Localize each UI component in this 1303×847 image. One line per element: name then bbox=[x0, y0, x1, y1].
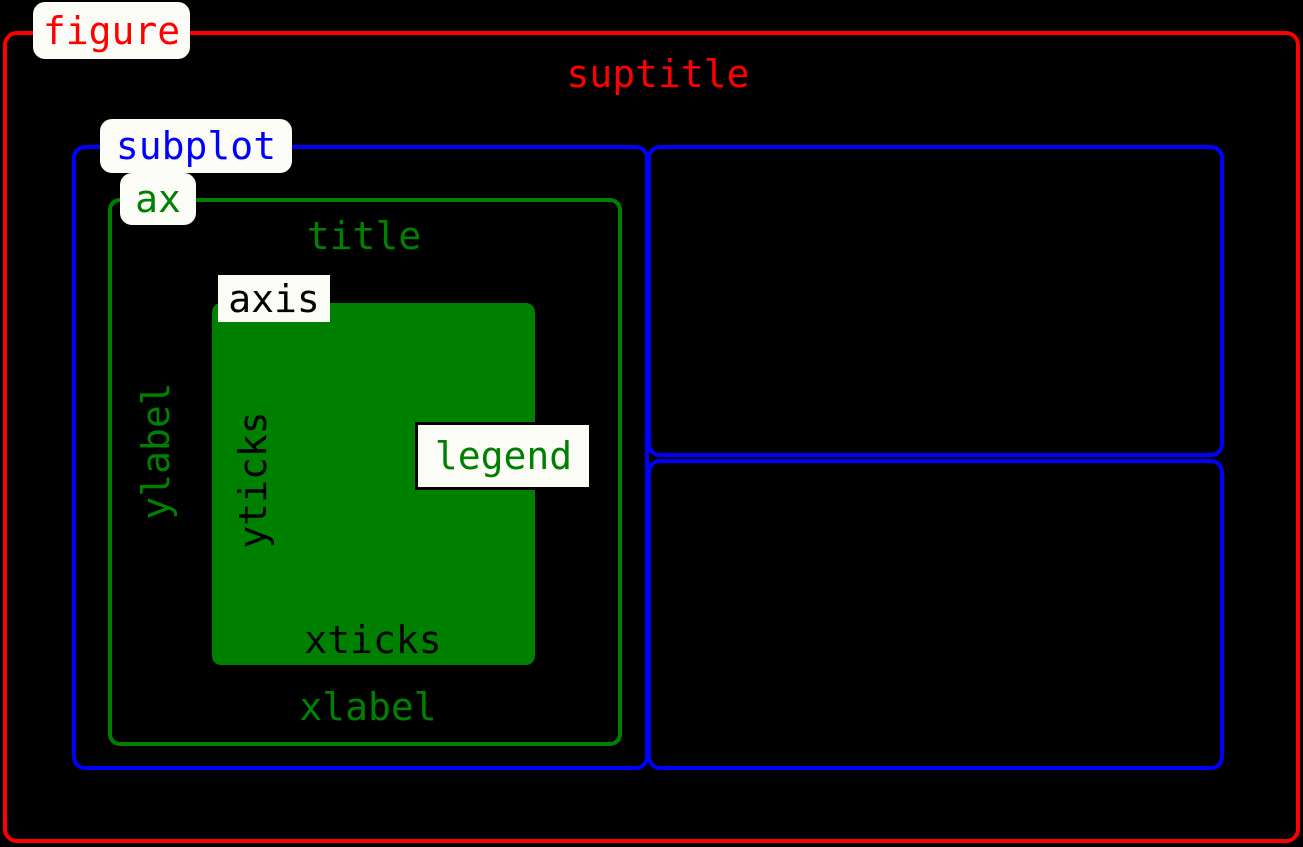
legend-label-text: legend bbox=[434, 434, 573, 478]
axis-label-text: axis bbox=[228, 276, 320, 321]
ax-outline bbox=[108, 198, 622, 746]
axis-label: axis bbox=[218, 275, 330, 322]
subplot-label: subplot bbox=[100, 119, 292, 173]
ylabel-text: ylabel bbox=[134, 382, 178, 520]
subplot-outline-left bbox=[72, 145, 649, 770]
subplot-label-text: subplot bbox=[115, 124, 277, 168]
xticks-text: xticks bbox=[304, 618, 442, 662]
figure-label-text: figure bbox=[42, 8, 181, 53]
subplot-outline-right-bottom bbox=[647, 459, 1224, 770]
legend-label: legend bbox=[415, 422, 592, 490]
ax-label: ax bbox=[120, 173, 196, 225]
figure-label: figure bbox=[33, 2, 190, 59]
xlabel-text: xlabel bbox=[299, 685, 437, 729]
subplot-outline-right-top bbox=[647, 145, 1224, 457]
ax-label-text: ax bbox=[135, 177, 181, 221]
suptitle-text: suptitle bbox=[566, 52, 750, 96]
yticks-text: yticks bbox=[231, 411, 275, 549]
figure-outline bbox=[3, 31, 1300, 843]
title-text: title bbox=[306, 214, 422, 258]
